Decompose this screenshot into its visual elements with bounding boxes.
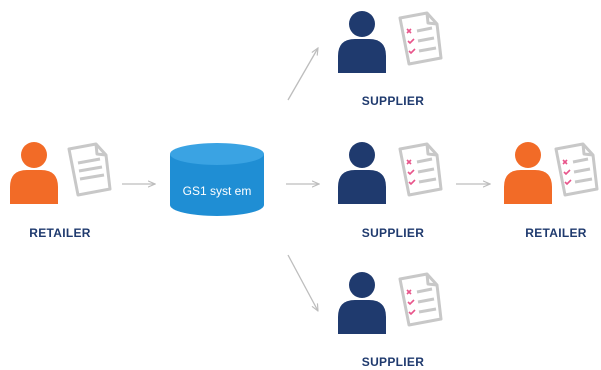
document-icon <box>554 142 599 197</box>
supplier-middle-label: SUPPLIER <box>361 226 425 240</box>
retailer-left-label: RETAILER <box>29 226 91 240</box>
arrow-database-to-supplier-bottom <box>287 254 318 311</box>
person-icon <box>338 142 386 204</box>
document-icon <box>398 11 443 66</box>
supplier-bottom-node <box>338 272 443 334</box>
person-icon <box>504 142 552 204</box>
person-icon <box>10 142 58 204</box>
supplier-bottom-label: SUPPLIER <box>361 355 425 369</box>
retailer-right-label: RETAILER <box>525 226 587 240</box>
database-icon <box>170 143 264 216</box>
supplier-top-node <box>338 11 443 73</box>
person-icon <box>338 11 386 73</box>
database-label: GS1 syst em <box>182 184 252 198</box>
document-icon <box>67 142 112 197</box>
document-icon <box>398 272 443 327</box>
document-icon <box>398 142 443 197</box>
arrow-database-to-supplier-top <box>287 48 318 101</box>
retailer-left-node <box>10 142 112 204</box>
supplier-middle-node <box>338 142 443 204</box>
supplier-top-label: SUPPLIER <box>361 94 425 108</box>
person-icon <box>338 272 386 334</box>
retailer-right-node <box>504 142 599 204</box>
